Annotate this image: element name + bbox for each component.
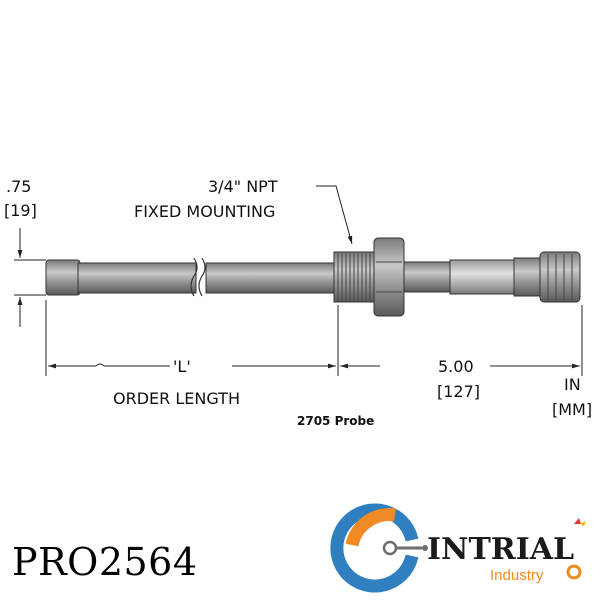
brand-tagline: Industry bbox=[490, 567, 544, 584]
length-symbol: 'L' bbox=[173, 357, 191, 376]
product-code: PRO2564 bbox=[12, 540, 198, 584]
diameter-dimension bbox=[14, 228, 46, 327]
gear-icon bbox=[566, 564, 582, 580]
head-length-mm: [127] bbox=[437, 382, 480, 401]
head-length-in: 5.00 bbox=[438, 357, 474, 376]
diameter-in-label: .75 bbox=[6, 177, 31, 196]
length-caption: ORDER LENGTH bbox=[113, 389, 240, 408]
thread-mounting-label: FIXED MOUNTING bbox=[134, 202, 275, 221]
unit-mm-label: [MM] bbox=[552, 400, 592, 419]
length-dimension bbox=[45, 300, 583, 376]
model-caption: 2705 Probe bbox=[297, 414, 374, 428]
diameter-mm-label: [19] bbox=[4, 201, 37, 220]
thread-size-label: 3/4" NPT bbox=[208, 177, 278, 196]
brand-name: INTRIAL bbox=[427, 532, 574, 567]
intrial-logo bbox=[330, 503, 586, 593]
unit-in-label: IN bbox=[564, 375, 581, 394]
thread-leader bbox=[316, 185, 353, 245]
probe-body bbox=[45, 237, 581, 317]
